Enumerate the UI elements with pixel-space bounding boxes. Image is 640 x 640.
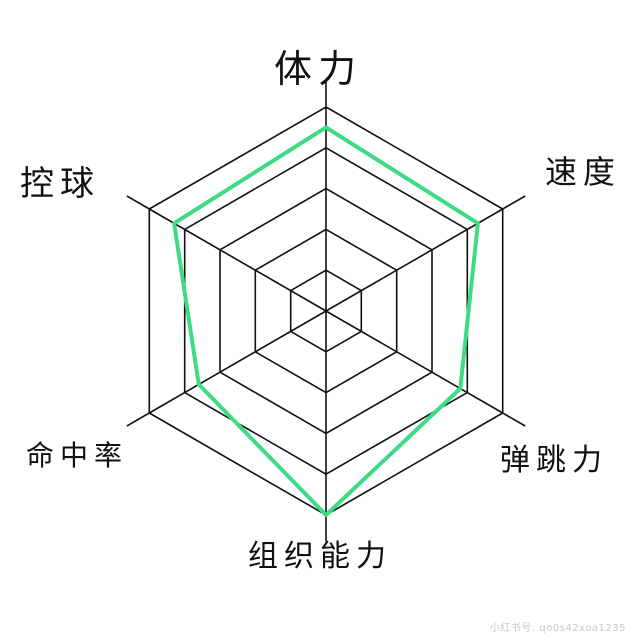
axis-spoke-3 [325, 310, 504, 414]
axis-label-5: 命中率 [26, 439, 128, 472]
radar-series [172, 125, 480, 517]
axis-extension-5 [126, 412, 150, 427]
axis-extension-3 [502, 412, 526, 427]
axis-label-3: 弹跳力 [500, 443, 608, 478]
axis-label-4: 组织能力 [248, 539, 392, 574]
axis-extension-2 [502, 195, 526, 210]
axis-spoke-2 [325, 208, 504, 312]
axis-label-6: 控球 [20, 164, 100, 204]
series-polygon-1 [172, 125, 480, 517]
axis-spoke-6 [148, 208, 327, 312]
axis-spoke-5 [148, 310, 327, 414]
watermark: 小红书号: qo0s42xoa1235 [489, 623, 626, 634]
axis-label-1: 体力 [274, 47, 362, 91]
axis-extension-6 [126, 195, 150, 210]
axis-label-2: 速度 [545, 153, 621, 191]
